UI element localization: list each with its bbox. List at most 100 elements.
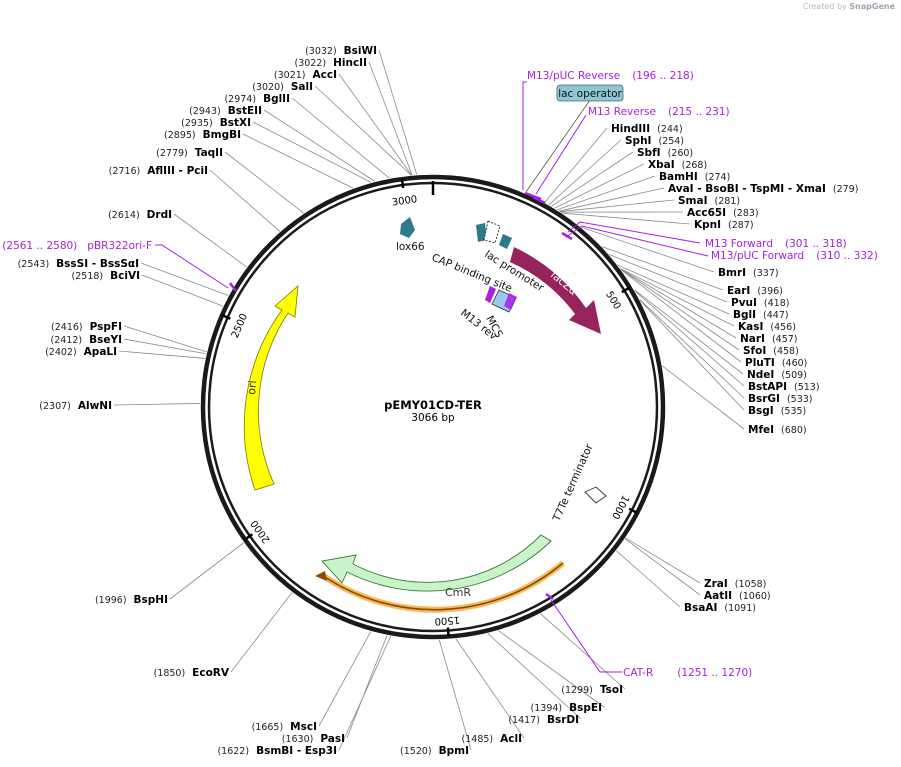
- enzyme-leader: [378, 49, 418, 175]
- enzyme-leader: [544, 127, 608, 203]
- lox66-feature: lox66: [396, 217, 425, 253]
- tick-mark: [400, 178, 405, 189]
- enzyme-site: (2895)BmgBI: [164, 129, 241, 141]
- lac-operator-label: lac operator: [558, 88, 622, 100]
- tick-mark: [221, 313, 231, 320]
- enzyme-position: (287): [728, 220, 754, 231]
- leader-pbr322ori-f: [155, 244, 229, 289]
- enzyme-name: AclI: [500, 733, 522, 745]
- enzyme-position: (2779): [156, 148, 188, 159]
- enzyme-leader: [617, 264, 730, 315]
- enzyme-site: SmaI(281): [678, 195, 740, 207]
- enzyme-position: (1299): [561, 685, 593, 696]
- enzyme-position: (1091): [724, 603, 756, 614]
- enzyme-site: PluTI(460): [745, 357, 807, 369]
- enzyme-position: (396): [757, 286, 783, 297]
- enzyme-name: AccI: [313, 69, 337, 81]
- cat-r-arrowhead: [315, 571, 327, 581]
- enzyme-site: (1850)EcoRV: [154, 667, 230, 679]
- enzyme-site: BsaAI(1091): [684, 602, 756, 614]
- enzyme-position: (680): [781, 425, 807, 436]
- enzyme-name: BpmI: [439, 745, 469, 757]
- enzyme-position: (1058): [735, 579, 767, 590]
- lacza-arrow: [510, 247, 601, 334]
- m13fwd-mark: [504, 293, 517, 310]
- enzyme-leader: [639, 300, 745, 411]
- enzyme-position: (509): [781, 370, 807, 381]
- enzyme-position: (3032): [305, 46, 337, 57]
- enzyme-leader: [554, 163, 645, 209]
- enzyme-name: BseYI: [89, 334, 122, 346]
- leader-m13-puc-forward: [565, 225, 709, 257]
- enzyme-name: HindIII: [611, 123, 650, 135]
- enzyme-leader: [438, 639, 472, 751]
- enzyme-site: (2416)PspFI: [51, 321, 122, 333]
- enzyme-position: (279): [833, 184, 859, 195]
- tick-mark: [621, 286, 631, 294]
- enzyme-name: BsgI: [748, 405, 774, 417]
- enzyme-leader: [487, 633, 582, 720]
- enzyme-name: BglII: [263, 93, 290, 105]
- enzyme-name: AatII: [704, 590, 732, 602]
- enzyme-leader: [318, 631, 372, 727]
- enzyme-position: (244): [657, 124, 683, 135]
- enzyme-position: (2895): [164, 130, 196, 141]
- enzyme-name: AvaI - BsoBI - TspMI - XmaI: [668, 183, 826, 195]
- enzyme-name: MfeI: [748, 424, 774, 436]
- enzyme-name: BmrI: [718, 267, 746, 279]
- enzyme-leader: [242, 133, 354, 189]
- enzyme-name: XbaI: [648, 159, 675, 171]
- cap-site-mark: [476, 223, 487, 242]
- enzyme-name: KasI: [738, 321, 763, 333]
- enzyme-leader: [620, 268, 737, 339]
- enzyme-leader: [608, 254, 728, 303]
- cmr-label: CmR: [445, 586, 471, 599]
- enzyme-position: (458): [773, 346, 799, 357]
- enzyme-leader: [252, 121, 372, 183]
- enzyme-leader: [291, 97, 390, 179]
- tick-mark: [628, 507, 638, 515]
- enzyme-site: BglI(447): [733, 309, 789, 321]
- enzyme-site: BamHI(274): [659, 171, 730, 183]
- enzyme-site: NarI(457): [740, 333, 798, 345]
- enzyme-position: (2402): [45, 347, 77, 358]
- enzyme-leader: [634, 289, 744, 375]
- enzyme-leader: [639, 299, 745, 399]
- enzyme-site: (2779)TaqII: [156, 147, 223, 159]
- enzyme-position: (2518): [72, 271, 104, 282]
- primer-leaders: [155, 81, 709, 673]
- enzyme-leader: [314, 85, 412, 176]
- enzyme-position: (274): [705, 172, 731, 183]
- mcs-feature: MCS M13 rev: [458, 286, 517, 343]
- lac-promoter-outline: [483, 220, 501, 244]
- primer-mark-pbr322ori-f: [229, 282, 237, 292]
- enzyme-site: (1665)MscI: [252, 721, 317, 733]
- enzyme-name: ZraI: [704, 578, 728, 590]
- enzyme-leader: [368, 61, 413, 176]
- enzyme-site: (1394)BspEI: [531, 702, 602, 714]
- enzyme-name: BstEII: [228, 105, 262, 117]
- enzyme-name: SbfI: [637, 147, 661, 159]
- enzyme-leader: [581, 227, 715, 273]
- enzyme-site: (1485)AclI: [462, 733, 522, 745]
- enzyme-position: (1060): [739, 591, 771, 602]
- enzyme-name: BssSI - BssSαI: [56, 258, 139, 270]
- enzyme-name: EarI: [727, 285, 750, 297]
- enzyme-leader: [141, 274, 224, 307]
- enzyme-position: (283): [733, 208, 759, 219]
- enzyme-name: TsoI: [600, 684, 623, 696]
- m13rev-mark: [485, 286, 496, 303]
- enzyme-position: (1665): [252, 722, 284, 733]
- enzyme-name: NdeI: [747, 369, 774, 381]
- enzyme-position: (2307): [39, 401, 71, 412]
- lox66-arrow: [400, 217, 415, 238]
- enzyme-site: (2716)AflIII - PciI: [109, 165, 208, 177]
- enzyme-leader: [616, 550, 681, 608]
- enzyme-leader: [548, 139, 622, 206]
- enzyme-site: (3020)SalI: [252, 81, 313, 93]
- enzyme-leader: [230, 592, 293, 673]
- enzyme-site: (2402)ApaLI: [45, 346, 117, 358]
- plasmid-name: pEMY01CD-TER: [384, 398, 482, 412]
- enzyme-name: BstXI: [220, 117, 251, 129]
- enzyme-position: (3022): [295, 58, 327, 69]
